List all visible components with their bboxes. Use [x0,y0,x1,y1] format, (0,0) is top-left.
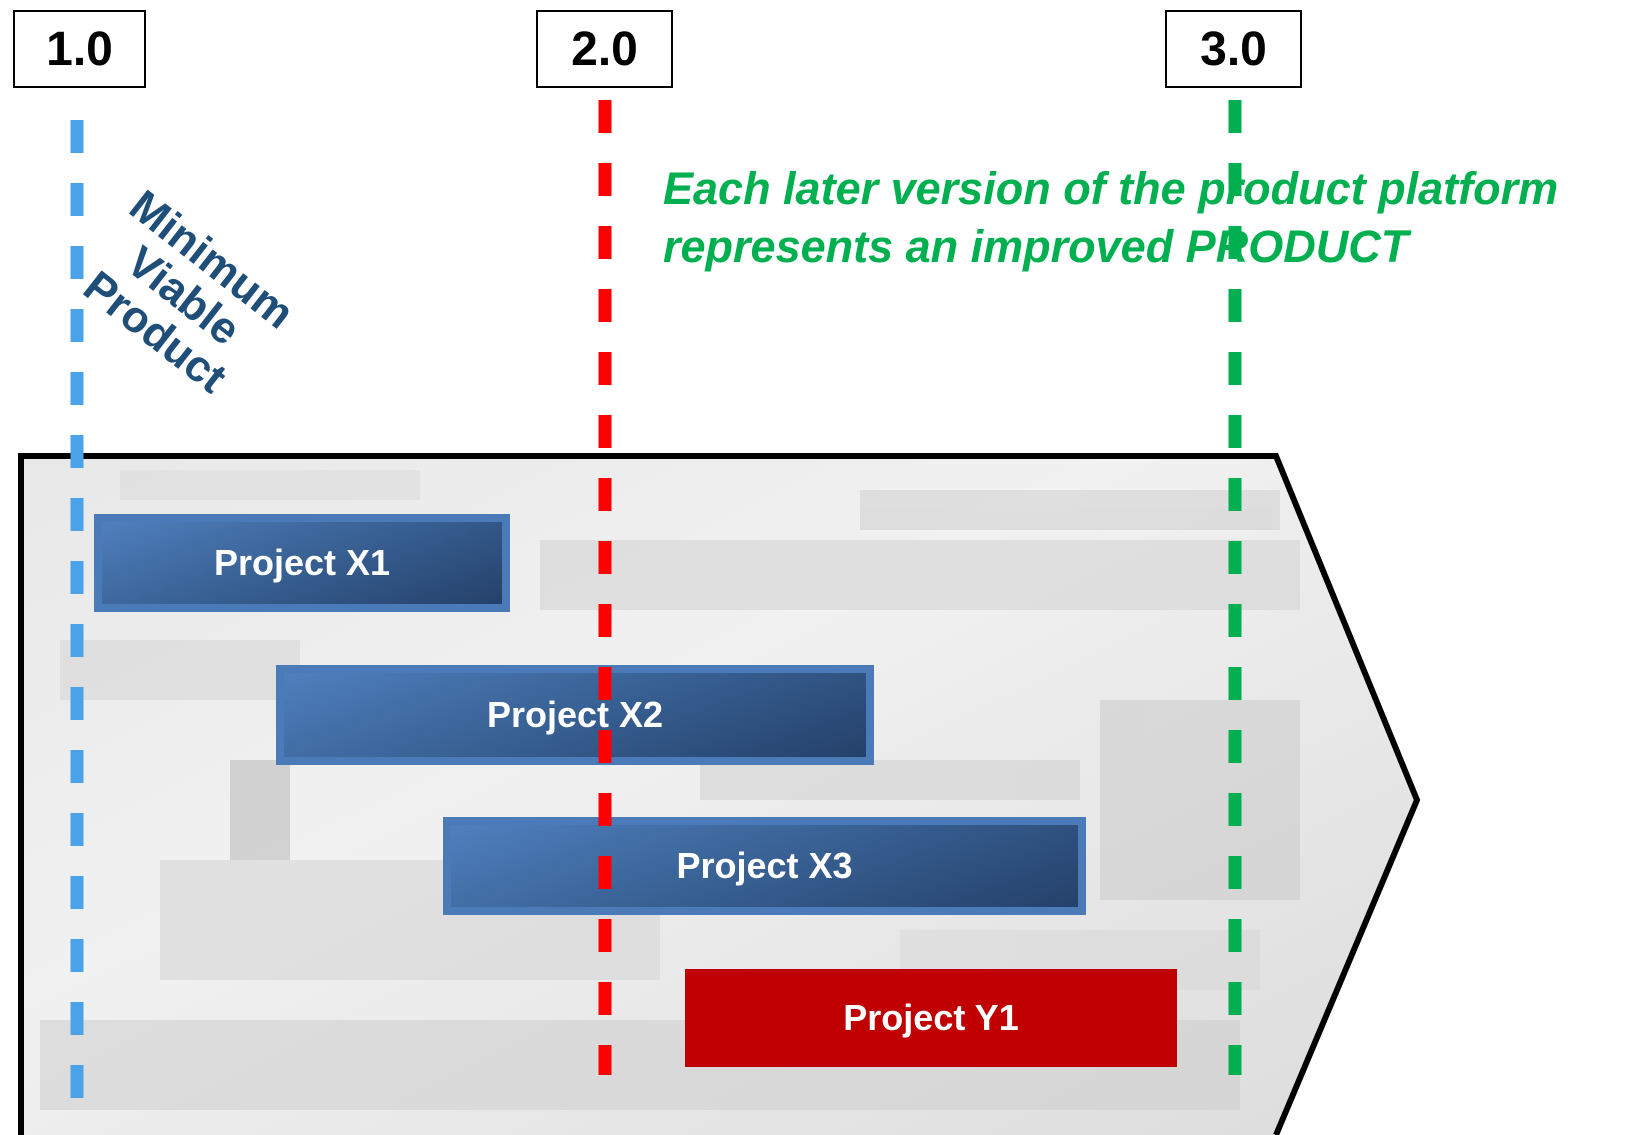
version-note-line-2: represents an improved PRODUCT [663,221,1409,272]
timeline-arrow-outline [18,453,1421,1135]
version-note: Each later version of the product platfo… [663,160,1633,276]
project-y1-bar: Project Y1 [685,969,1177,1067]
version-3-label: 3.0 [1165,10,1302,88]
version-note-line-1: Each later version of the product platfo… [663,163,1559,214]
project-x2-bar: Project X2 [276,665,874,765]
background-texture [40,470,1300,1110]
project-x3-bar: Project X3 [443,817,1086,915]
project-x1-bar: Project X1 [94,514,510,612]
version-1-label: 1.0 [13,10,146,88]
version-2-label: 2.0 [536,10,673,88]
